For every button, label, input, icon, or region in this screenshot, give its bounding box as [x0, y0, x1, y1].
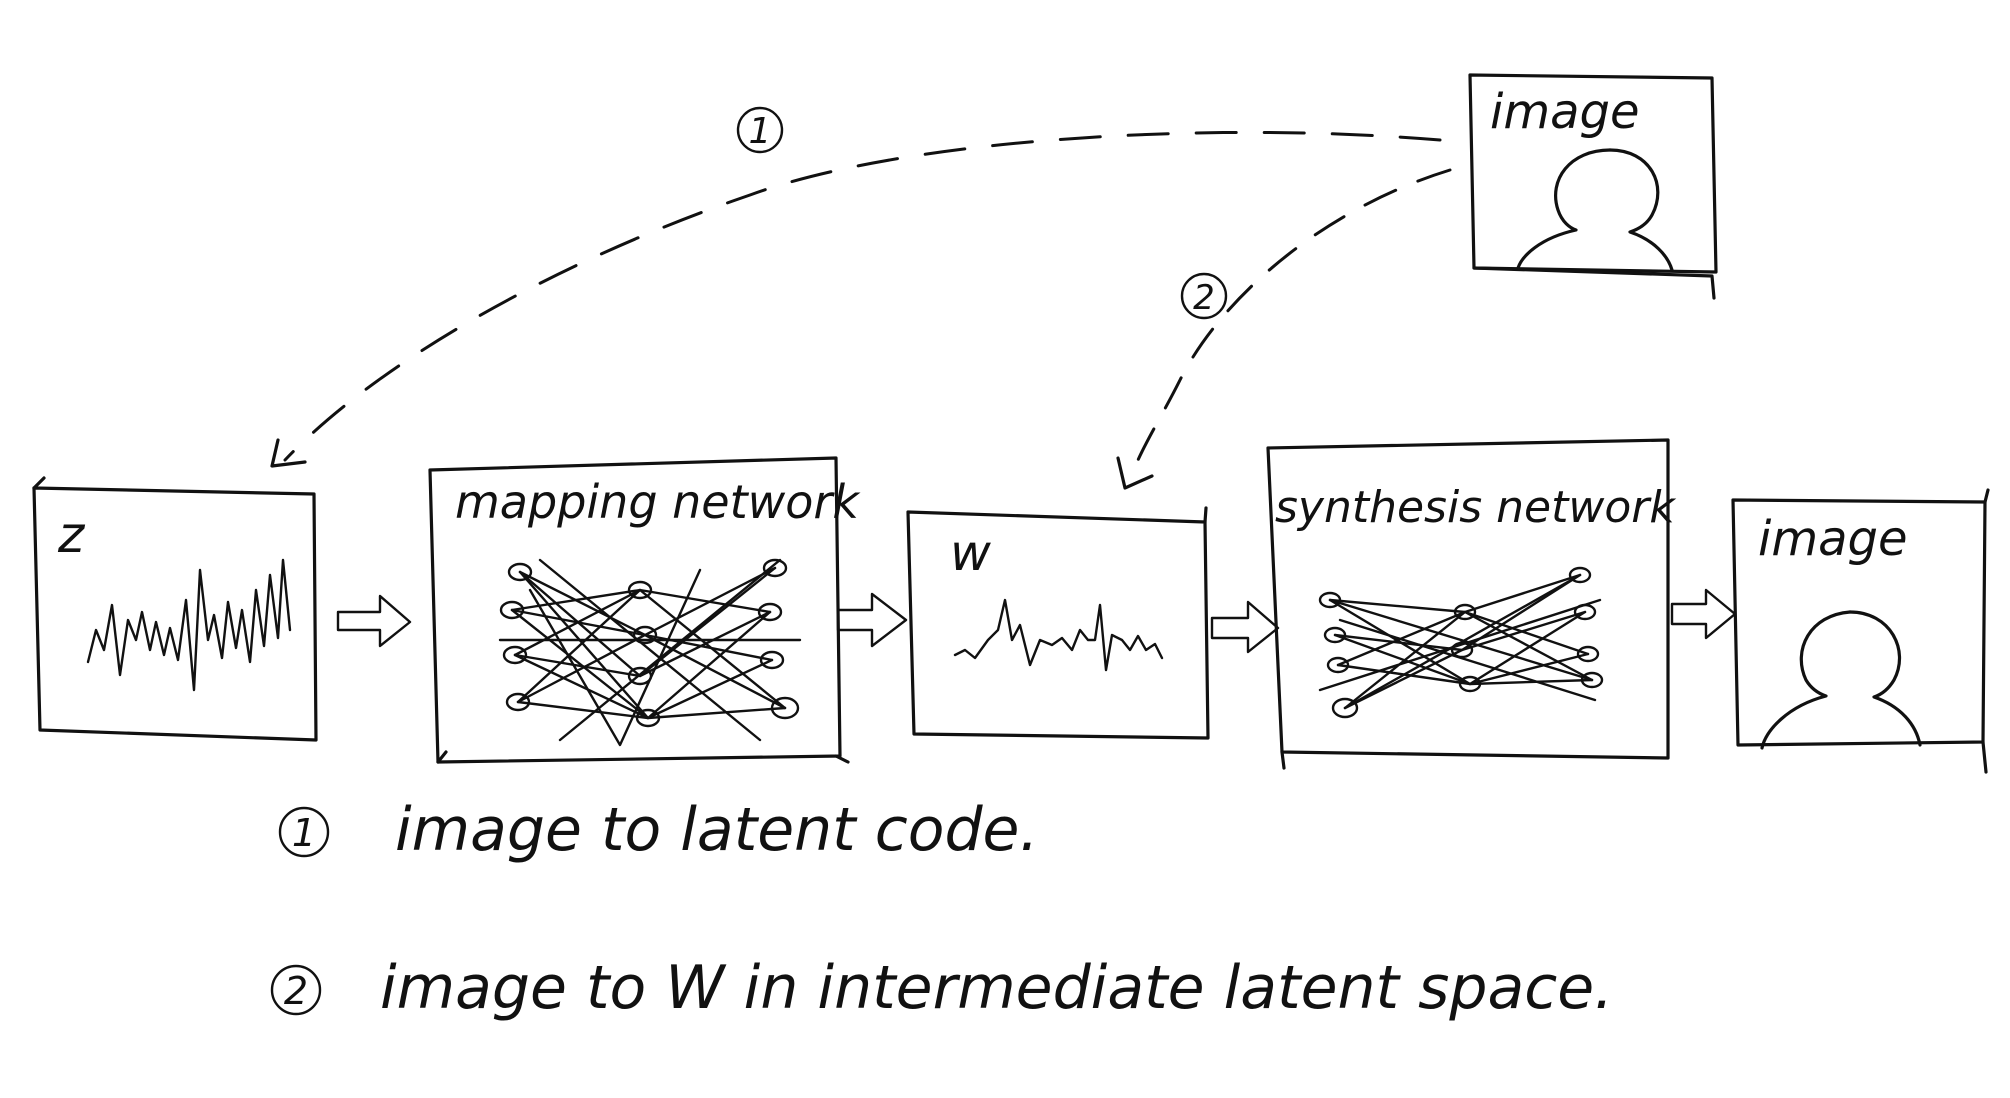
mapping-network-box: mapping network	[428, 456, 861, 764]
flow-arrow-z-to-mapping	[336, 594, 412, 648]
inversion-arrow-2: 2	[1116, 168, 1452, 490]
w-label: w	[950, 524, 991, 582]
legend-item1-marker: 1	[292, 811, 316, 855]
path1-marker-circle	[736, 106, 784, 154]
person-silhouette-icon	[1516, 148, 1674, 272]
latent-signal-w	[953, 598, 1164, 672]
legend-item-1: 1 image to latent code.	[278, 795, 1039, 865]
person-silhouette-icon	[1760, 610, 1922, 750]
input-image-box: image	[1468, 73, 1718, 300]
output-image-box: image	[1731, 488, 1990, 774]
latent-signal-z	[86, 558, 292, 692]
output-image-label: image	[1758, 511, 1908, 567]
w-box: w	[906, 506, 1210, 740]
legend: 1 image to latent code. 2 image to W in …	[270, 795, 1613, 1023]
legend-item-2: 2 image to W in intermediate latent spac…	[270, 953, 1613, 1023]
flow-arrow-w-to-synthesis	[1210, 600, 1280, 654]
input-image-label: image	[1490, 84, 1640, 140]
inversion-arrow-1: 1	[270, 106, 1442, 468]
mapping-network-label: mapping network	[455, 475, 861, 529]
legend-item2-text: image to W in intermediate latent space.	[380, 953, 1613, 1023]
synthesis-network-label: synthesis network	[1275, 482, 1676, 533]
mapping-network-connections	[498, 558, 802, 747]
path1-marker: 1	[749, 111, 772, 152]
flow-arrow-synthesis-to-image	[1670, 588, 1737, 640]
synthesis-network-connections	[1318, 573, 1602, 710]
z-label: z	[57, 506, 86, 564]
legend-item1-text: image to latent code.	[395, 795, 1039, 865]
flow-arrow-mapping-to-w	[836, 592, 908, 648]
synthesis-network-box: synthesis network	[1266, 438, 1676, 770]
z-box: z	[32, 476, 318, 742]
path2-marker-circle	[1180, 272, 1228, 320]
mapping-network-nodes	[499, 558, 800, 728]
legend-item2-marker: 2	[284, 969, 308, 1013]
path2-marker: 2	[1193, 278, 1215, 318]
